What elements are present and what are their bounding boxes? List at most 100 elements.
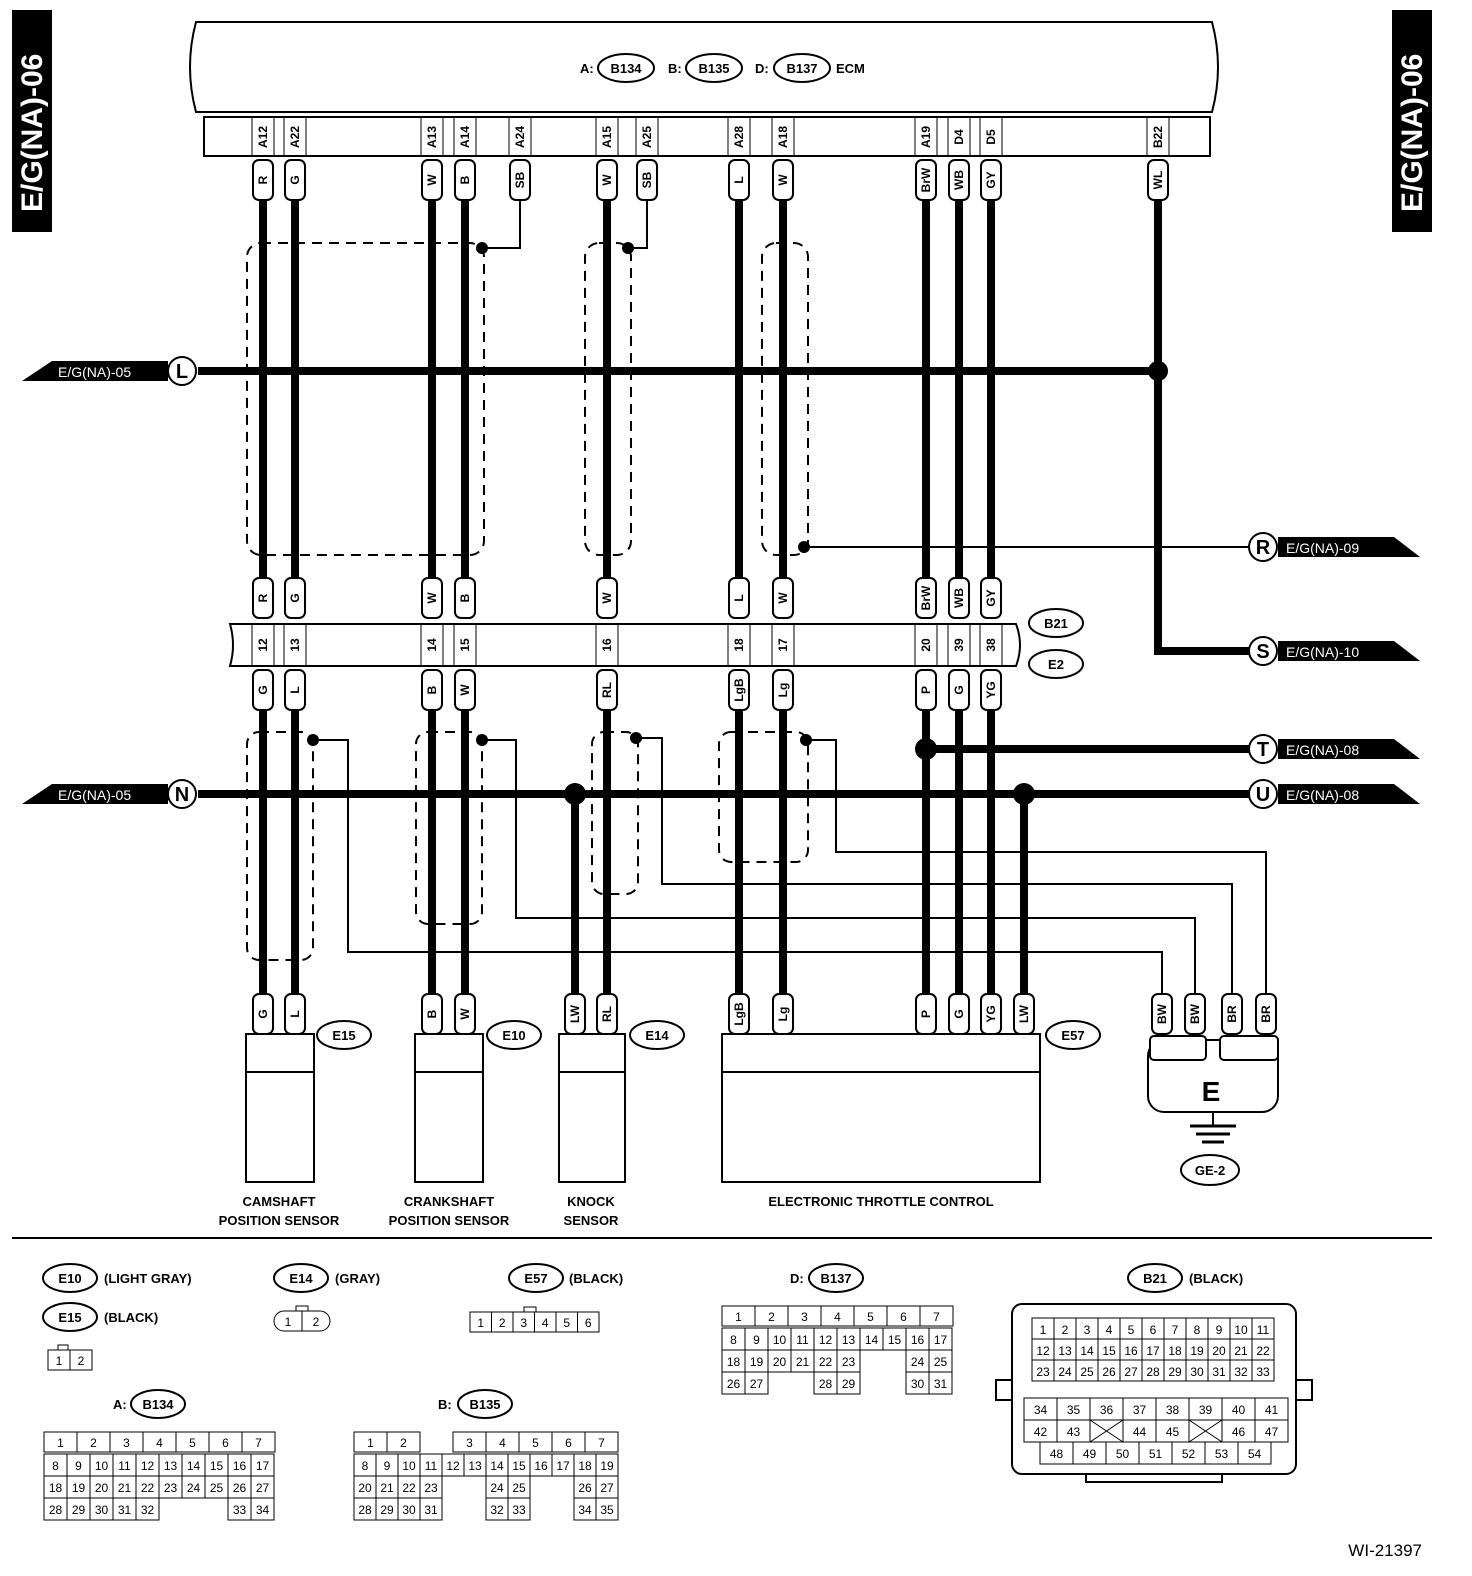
ecm-pin-D5: D5 <box>984 129 998 145</box>
ecm-pin-A12: A12 <box>256 126 270 148</box>
b21-top-color-1-box <box>284 577 306 619</box>
e14-id: E14 <box>645 1028 669 1043</box>
d-b137-cell: 30 <box>911 1377 925 1391</box>
ecm-conn-a-oval <box>597 53 655 83</box>
e57-grid-cell: 2 <box>499 1316 506 1330</box>
ecm-pin-terminals: A12RA22GA13WA14BA24SBA15WA25SBA28LA18WA1… <box>251 118 1170 201</box>
ground-letter: E <box>1202 1076 1221 1107</box>
ecm-wire-color-1: G <box>288 175 302 184</box>
b21-pin-38: 38 <box>984 638 998 652</box>
ref-U-label[interactable]: E/G(NA)-08 <box>1286 787 1359 803</box>
b-b135-cell: 16 <box>534 1459 548 1473</box>
a-b134-cell: 10 <box>95 1459 109 1473</box>
b-b135-cell: 35 <box>600 1503 614 1517</box>
b21-cell: 33 <box>1256 1365 1270 1379</box>
b21-cell: 43 <box>1067 1425 1081 1439</box>
ecm-pin-A18: A18 <box>776 126 790 148</box>
b21-cell: 23 <box>1036 1365 1050 1379</box>
ground-wire-color-0: BW <box>1155 1003 1169 1024</box>
a-b134-cell: 24 <box>187 1481 201 1495</box>
b21-cell: 47 <box>1265 1425 1279 1439</box>
ref-N-label[interactable]: E/G(NA)-05 <box>58 787 131 803</box>
b21-top-color-7: BrW <box>919 585 933 610</box>
ref-R-label[interactable]: E/G(NA)-09 <box>1286 540 1359 556</box>
legend-e14-color: (GRAY) <box>335 1271 380 1286</box>
upper-shields <box>246 242 809 556</box>
b21-cell: 20 <box>1212 1344 1226 1358</box>
d-b137-cell: 20 <box>773 1355 787 1369</box>
e57-wire-color-5: LW <box>1017 1004 1031 1023</box>
b21-cell: 52 <box>1182 1447 1196 1461</box>
b21-cell: 41 <box>1265 1403 1279 1417</box>
b21-cell: 8 <box>1194 1323 1201 1337</box>
d-b137-cell: 26 <box>727 1377 741 1391</box>
ecm-wire-color-5-box <box>596 159 618 201</box>
a-b134-cell: 5 <box>189 1436 196 1450</box>
e10-wire-color-0: B <box>425 1009 439 1018</box>
ecm-wire-color-12-box <box>1147 159 1169 201</box>
e2-bottom-color-5: LgB <box>732 678 746 702</box>
b-b135-cell: 30 <box>402 1503 416 1517</box>
legend-e15-id: E15 <box>58 1310 81 1325</box>
ecm-conn-d-prefix: D: <box>755 61 769 76</box>
ref-T-label[interactable]: E/G(NA)-08 <box>1286 742 1359 758</box>
ecm-wire-color-10: WB <box>952 170 966 190</box>
b21-cell: 3 <box>1084 1323 1091 1337</box>
d-b137-cell: 8 <box>730 1333 737 1347</box>
ref-S-label[interactable]: E/G(NA)-10 <box>1286 644 1359 660</box>
ecm-pin-A19: A19 <box>919 126 933 148</box>
right-page-ref-label: E/G(NA)-06 <box>1396 54 1429 212</box>
d-b137-cell: 12 <box>819 1333 833 1347</box>
b-b135-cell: 1 <box>367 1436 374 1450</box>
e14-wire-color-1: RL <box>600 1006 614 1022</box>
b21-cell: 38 <box>1166 1403 1180 1417</box>
b-b135-cell: 24 <box>490 1481 504 1495</box>
d-b137-cell: 9 <box>753 1333 760 1347</box>
a-b134-cell: 8 <box>52 1459 59 1473</box>
b-b135-cell: 12 <box>446 1459 460 1473</box>
e57-wire-color-4: YG <box>984 1005 998 1022</box>
b21-cell: 49 <box>1083 1447 1097 1461</box>
ecm-conn-d-id: B137 <box>786 61 817 76</box>
ecm-wire-color-0-box <box>252 159 274 201</box>
b21-cell: 5 <box>1128 1323 1135 1337</box>
e2-bottom-color-4-box <box>596 669 618 711</box>
b21-top-color-9: GY <box>984 589 998 606</box>
e2-bottom-color-3: W <box>458 684 472 696</box>
e2-bottom-color-1: L <box>288 686 302 693</box>
legend-d-prefix: D: <box>790 1271 804 1286</box>
e57-grid-cell: 6 <box>585 1316 592 1330</box>
a-b134-cell: 33 <box>233 1503 247 1517</box>
b21-top-color-0: R <box>256 593 270 602</box>
ground-wire-color-0-box <box>1151 993 1173 1035</box>
a-b134-cell: 25 <box>210 1481 224 1495</box>
e15-wire-color-0: G <box>256 1009 270 1018</box>
e2-id: E2 <box>1048 657 1064 672</box>
b-b135-cell: 19 <box>600 1459 614 1473</box>
a-b134-cell: 27 <box>256 1481 270 1495</box>
b21-top-color-9-box <box>980 577 1002 619</box>
left-page-ref-tab: E/G(NA)-06 <box>12 10 52 232</box>
b21-cell: 15 <box>1102 1344 1116 1358</box>
a-b134-cell: 15 <box>210 1459 224 1473</box>
ecm-conn-a-id: B134 <box>610 61 642 76</box>
ground-wire-color-3-box <box>1255 993 1277 1035</box>
b21-cell: 40 <box>1232 1403 1246 1417</box>
b21-top-color-2: W <box>425 592 439 604</box>
d-b137-cell: 4 <box>834 1310 841 1324</box>
b-b135-cell: 21 <box>380 1481 394 1495</box>
right-page-ref-tab: E/G(NA)-06 <box>1392 10 1432 232</box>
ground-wire-color-1: BW <box>1188 1003 1202 1024</box>
legend-e15-color: (BLACK) <box>104 1310 158 1325</box>
b21-top-color-5-box <box>728 577 750 619</box>
ecm-pin-A25: A25 <box>640 126 654 148</box>
b21-pin-12: 12 <box>256 638 270 652</box>
b21-pin-39: 39 <box>952 638 966 652</box>
a-b134-cell: 34 <box>256 1503 270 1517</box>
b21-cell: 7 <box>1172 1323 1179 1337</box>
d-b137-cell: 27 <box>750 1377 764 1391</box>
ref-L-label[interactable]: E/G(NA)-05 <box>58 364 131 380</box>
throttle-control-e57: E57 ELECTRONIC THROTTLE CONTROL <box>721 1020 1101 1209</box>
